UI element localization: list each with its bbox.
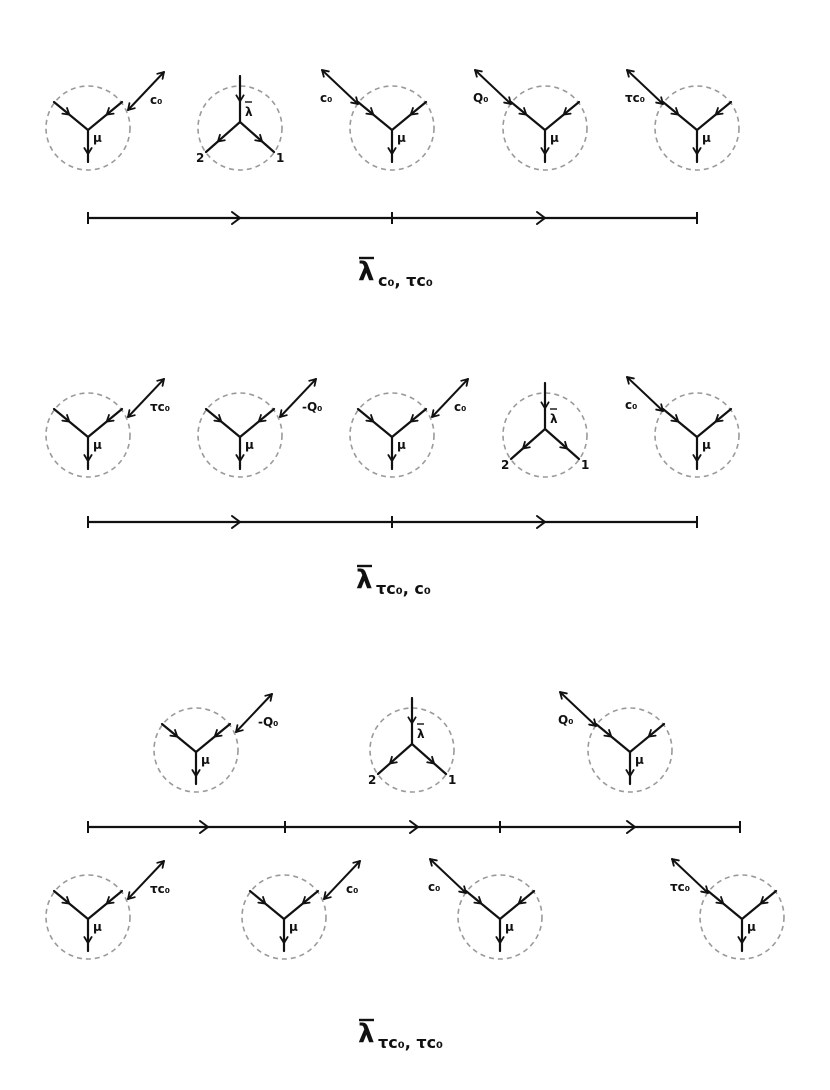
mu-vertex-2: μ c₀ <box>428 858 543 960</box>
axis-arrow <box>199 820 210 834</box>
external-leg-label: Q₀ <box>558 713 573 727</box>
mu-vertex-4: μ τc₀ <box>625 69 740 171</box>
leg-label-2: 2 <box>368 773 376 787</box>
axis-arrow <box>626 820 637 834</box>
caption-subscript: τc₀, c₀ <box>376 579 431 598</box>
caption-subscript: c₀, τc₀ <box>378 271 433 290</box>
lambda-vertex-1: λ 2 1 <box>368 696 456 793</box>
external-leg-label: τc₀ <box>150 400 170 414</box>
mu-vertex-1: μ -Q₀ <box>197 378 322 478</box>
axis-arrow <box>536 515 547 529</box>
external-leg-label: c₀ <box>346 882 358 896</box>
leg-label-2: 2 <box>196 151 204 165</box>
mu-vertex-2: μ c₀ <box>320 69 435 171</box>
leg-label-1: 1 <box>276 151 284 165</box>
vertex-label-lambda: λ <box>245 105 253 119</box>
external-leg-label: -Q₀ <box>258 715 278 729</box>
axis-arrow <box>536 211 547 225</box>
mu-vertex-2: μ Q₀ <box>558 691 673 793</box>
vertex-label-mu: μ <box>289 920 298 934</box>
leg-label-1: 1 <box>448 773 456 787</box>
time-axis <box>86 515 699 529</box>
lambda-vertex-3: λ 2 1 <box>501 381 589 478</box>
vertex-label-mu: μ <box>550 131 559 145</box>
vertex-boundary-circle <box>502 392 588 478</box>
vertex-label-lambda: λ <box>550 412 558 426</box>
lambda-vertex-1: λ 2 1 <box>196 74 284 171</box>
mu-vertex-3: μ τc₀ <box>670 858 785 960</box>
vertex-boundary-circle <box>457 874 543 960</box>
axis-arrow <box>231 515 242 529</box>
vertex-boundary-circle <box>349 392 435 478</box>
mu-vertex-0: μ -Q₀ <box>153 693 278 793</box>
vertex-boundary-circle <box>349 85 435 171</box>
vertex-label-mu: μ <box>702 438 711 452</box>
external-leg-label: τc₀ <box>670 880 690 894</box>
mu-vertex-0: μ c₀ <box>45 71 165 171</box>
mu-vertex-0: μ τc₀ <box>45 860 170 960</box>
axis-arrow <box>409 820 420 834</box>
vertex-boundary-circle <box>502 85 588 171</box>
external-leg-label: Q₀ <box>473 91 488 105</box>
external-leg-label: c₀ <box>428 880 440 894</box>
external-leg-label: c₀ <box>150 93 162 107</box>
mu-vertex-1: μ c₀ <box>241 860 361 960</box>
vertex-label-mu: μ <box>397 438 406 452</box>
vertex-boundary-circle <box>654 392 740 478</box>
vertex-boundary-circle <box>45 874 131 960</box>
caption-lambda: λ <box>358 257 374 287</box>
time-axis <box>86 211 699 225</box>
vertex-boundary-circle <box>197 392 283 478</box>
vertex-label-mu: μ <box>245 438 254 452</box>
external-leg-label: c₀ <box>625 398 637 412</box>
vertex-label-mu: μ <box>397 131 406 145</box>
vertex-label-mu: μ <box>505 920 514 934</box>
mu-vertex-4: μ c₀ <box>625 376 740 478</box>
vertex-label-mu: μ <box>747 920 756 934</box>
vertex-label-lambda: λ <box>417 727 425 741</box>
external-leg-label: τc₀ <box>150 882 170 896</box>
vertex-boundary-circle <box>241 874 327 960</box>
vertex-label-mu: μ <box>93 438 102 452</box>
vertex-boundary-circle <box>654 85 740 171</box>
vertex-boundary-circle <box>369 707 455 793</box>
mu-vertex-2: μ c₀ <box>349 378 469 478</box>
vertex-boundary-circle <box>197 85 283 171</box>
vertex-boundary-circle <box>45 85 131 171</box>
caption-lambda: λ <box>358 1019 374 1049</box>
vertex-label-mu: μ <box>635 753 644 767</box>
external-leg-label: -Q₀ <box>302 400 322 414</box>
vertex-boundary-circle <box>699 874 785 960</box>
vertex-boundary-circle <box>587 707 673 793</box>
vertex-label-mu: μ <box>201 753 210 767</box>
vertex-boundary-circle <box>153 707 239 793</box>
caption-subscript: τc₀, τc₀ <box>378 1033 443 1052</box>
time-axis <box>86 820 742 834</box>
caption-lambda: λ <box>356 565 372 595</box>
external-leg-label: c₀ <box>454 400 466 414</box>
leg-label-2: 2 <box>501 458 509 472</box>
mu-vertex-3: μ Q₀ <box>473 69 588 171</box>
axis-arrow <box>231 211 242 225</box>
vertex-boundary-circle <box>45 392 131 478</box>
vertex-label-mu: μ <box>702 131 711 145</box>
leg-label-1: 1 <box>581 458 589 472</box>
vertex-label-mu: μ <box>93 131 102 145</box>
external-leg-label: c₀ <box>320 91 332 105</box>
mu-vertex-0: μ τc₀ <box>45 378 170 478</box>
external-leg-label: τc₀ <box>625 91 645 105</box>
vertex-label-mu: μ <box>93 920 102 934</box>
